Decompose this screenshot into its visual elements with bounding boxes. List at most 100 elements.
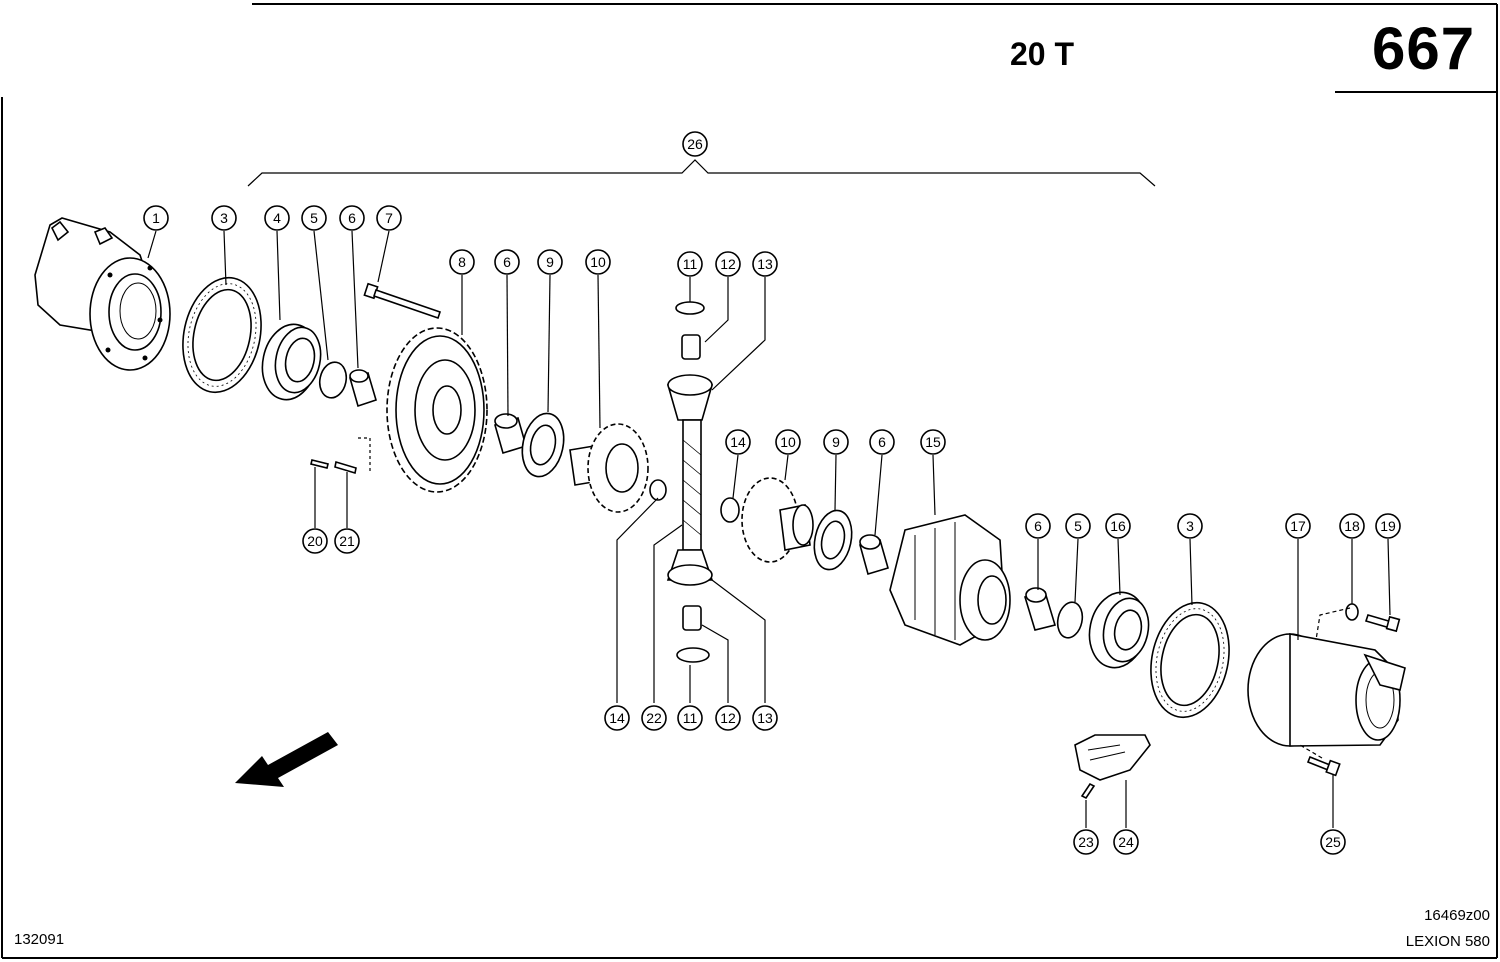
callout-13: 13 bbox=[752, 251, 778, 277]
svg-text:17: 17 bbox=[1290, 518, 1306, 534]
part-housing-right bbox=[1247, 633, 1406, 747]
svg-text:4: 4 bbox=[273, 210, 281, 226]
svg-text:1: 1 bbox=[152, 210, 160, 226]
callout-1: 1 bbox=[143, 205, 169, 231]
part-bushing-4 bbox=[1023, 587, 1057, 631]
svg-text:9: 9 bbox=[546, 254, 554, 270]
svg-text:18: 18 bbox=[1344, 518, 1360, 534]
footer-left-code: 132091 bbox=[14, 931, 65, 948]
part-snap-ring-left bbox=[318, 361, 348, 399]
part-gasket-right bbox=[1150, 601, 1230, 719]
callout-15: 15 bbox=[920, 429, 946, 455]
callout-22: 22 bbox=[641, 705, 667, 731]
page-header-title: 20 T bbox=[1010, 36, 1075, 72]
callout-11: 11 bbox=[677, 705, 703, 731]
callout-5: 5 bbox=[1065, 513, 1091, 539]
svg-text:6: 6 bbox=[1034, 518, 1042, 534]
page-number: 667 bbox=[1372, 15, 1476, 82]
part-housing-left bbox=[34, 217, 171, 371]
part-snap-ring-small-1 bbox=[649, 479, 667, 501]
leader-lines bbox=[147, 230, 1391, 828]
callout-21: 21 bbox=[334, 528, 360, 554]
part-gasket-left bbox=[182, 276, 262, 394]
callout-19: 19 bbox=[1375, 513, 1401, 539]
part-snap-ring-small-2 bbox=[720, 497, 740, 523]
part-thrust-washer-2 bbox=[813, 509, 853, 571]
svg-text:20: 20 bbox=[307, 533, 323, 549]
part-cross-shaft bbox=[666, 301, 714, 663]
svg-text:3: 3 bbox=[1186, 518, 1194, 534]
callout-23: 23 bbox=[1073, 829, 1099, 855]
part-screw-23 bbox=[1080, 782, 1096, 800]
svg-text:22: 22 bbox=[646, 710, 662, 726]
callout-3: 3 bbox=[211, 205, 237, 231]
callout-5: 5 bbox=[301, 205, 327, 231]
callout-16: 16 bbox=[1105, 513, 1131, 539]
svg-text:23: 23 bbox=[1078, 834, 1094, 850]
svg-text:12: 12 bbox=[720, 256, 736, 272]
svg-text:10: 10 bbox=[590, 254, 606, 270]
svg-text:12: 12 bbox=[720, 710, 736, 726]
assembly-bracket bbox=[247, 159, 1156, 187]
part-bushing-3 bbox=[859, 534, 889, 576]
svg-text:3: 3 bbox=[220, 210, 228, 226]
callout-24: 24 bbox=[1113, 829, 1139, 855]
svg-text:10: 10 bbox=[780, 434, 796, 450]
part-bevel-gear-left bbox=[569, 423, 649, 513]
callout-4: 4 bbox=[264, 205, 290, 231]
part-thrust-washer-1 bbox=[521, 412, 565, 478]
svg-text:9: 9 bbox=[832, 434, 840, 450]
svg-text:19: 19 bbox=[1380, 518, 1396, 534]
svg-text:13: 13 bbox=[757, 710, 773, 726]
svg-text:11: 11 bbox=[683, 710, 698, 726]
part-bolt-19 bbox=[1364, 614, 1401, 633]
part-bearing-right bbox=[1088, 591, 1150, 669]
callout-12: 12 bbox=[715, 251, 741, 277]
callout-8: 8 bbox=[449, 249, 475, 275]
part-bushing-2 bbox=[494, 413, 527, 455]
callout-14: 14 bbox=[604, 705, 630, 731]
callout-6: 6 bbox=[1025, 513, 1051, 539]
callout-26: 26 bbox=[682, 131, 708, 157]
callout-10: 10 bbox=[775, 429, 801, 455]
part-snap-ring-right bbox=[1056, 601, 1084, 639]
callout-9: 9 bbox=[537, 249, 563, 275]
svg-text:24: 24 bbox=[1118, 834, 1134, 850]
svg-text:16: 16 bbox=[1110, 518, 1126, 534]
svg-text:6: 6 bbox=[878, 434, 886, 450]
part-bolt-25 bbox=[1306, 755, 1341, 777]
drawing-code: 16469z00 bbox=[1424, 907, 1490, 924]
callout-6: 6 bbox=[869, 429, 895, 455]
callout-12: 12 bbox=[715, 705, 741, 731]
model-name: LEXION 580 bbox=[1405, 933, 1490, 950]
part-pins bbox=[310, 437, 371, 475]
svg-text:25: 25 bbox=[1325, 834, 1341, 850]
callout-13: 13 bbox=[752, 705, 778, 731]
callout-18: 18 bbox=[1339, 513, 1365, 539]
callout-11: 11 bbox=[677, 251, 703, 277]
part-washer-18 bbox=[1345, 603, 1359, 621]
callout-10: 10 bbox=[585, 249, 611, 275]
part-differential-housing bbox=[889, 514, 1011, 646]
svg-text:7: 7 bbox=[385, 210, 393, 226]
callout-17: 17 bbox=[1285, 513, 1311, 539]
callouts: 1 3 4 5 6 7 8 6 9 10 11 12 13 14 10 9 6 … bbox=[143, 131, 1401, 855]
svg-text:14: 14 bbox=[730, 434, 746, 450]
callout-9: 9 bbox=[823, 429, 849, 455]
callout-14: 14 bbox=[725, 429, 751, 455]
svg-text:13: 13 bbox=[757, 256, 773, 272]
callout-3: 3 bbox=[1177, 513, 1203, 539]
callout-7: 7 bbox=[376, 205, 402, 231]
direction-arrow bbox=[235, 732, 338, 787]
page-frame bbox=[1, 3, 1498, 959]
part-long-bolt bbox=[363, 282, 442, 320]
svg-text:26: 26 bbox=[687, 136, 703, 152]
part-ring-gear bbox=[386, 327, 488, 493]
svg-text:6: 6 bbox=[348, 210, 356, 226]
svg-text:8: 8 bbox=[458, 254, 466, 270]
part-cover-24 bbox=[1074, 734, 1151, 781]
callout-6: 6 bbox=[339, 205, 365, 231]
callout-25: 25 bbox=[1320, 829, 1346, 855]
callout-6: 6 bbox=[494, 249, 520, 275]
